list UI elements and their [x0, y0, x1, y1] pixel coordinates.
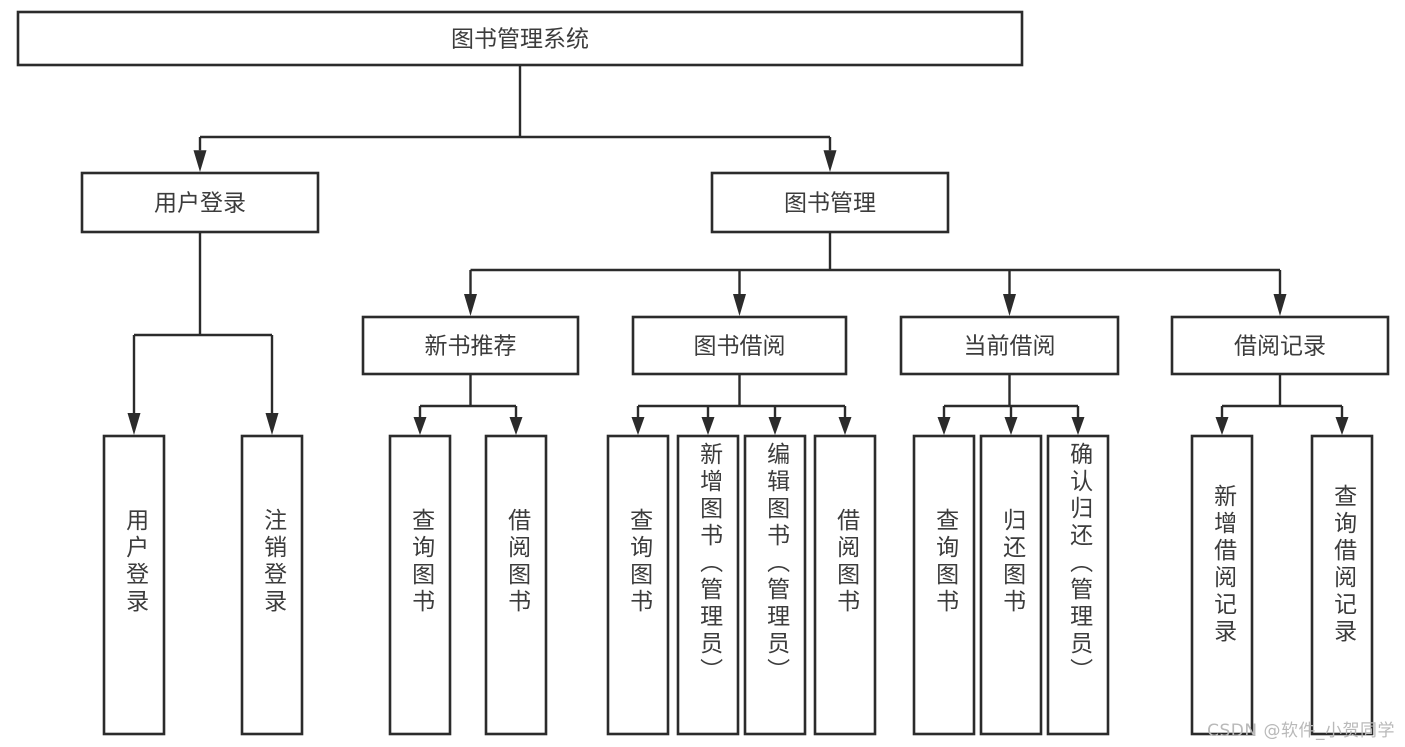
arrow-head-icon: [1215, 417, 1229, 435]
node-box-leaf-return-book[interactable]: [979, 434, 1043, 736]
arrow-head-icon: [127, 413, 141, 435]
connector-layer: [127, 65, 1349, 435]
node-box-leaf-confirm-return[interactable]: [1046, 434, 1110, 736]
node-label-user-login: 用户登录: [154, 191, 246, 217]
node-label-borrow-record: 借阅记录: [1234, 334, 1326, 360]
connector-group-new-book-recommend: [413, 374, 523, 435]
arrow-head-icon: [1335, 417, 1349, 435]
node-box-user-login[interactable]: [80, 171, 320, 234]
arrow-head-icon: [823, 150, 837, 172]
node-box-leaf-edit-book[interactable]: [743, 434, 807, 736]
arrow-head-icon: [265, 413, 279, 435]
node-box-leaf-borrow-book-2[interactable]: [813, 434, 877, 736]
node-label-book-borrow: 图书借阅: [694, 334, 786, 360]
node-box-leaf-borrow-book-1[interactable]: [484, 434, 548, 736]
node-label-root: 图书管理系统: [451, 27, 589, 53]
arrow-head-icon: [193, 150, 207, 172]
arrow-head-icon: [701, 417, 715, 435]
arrow-head-icon: [733, 294, 746, 316]
connector-group-user-login: [127, 232, 279, 435]
arrow-head-icon: [838, 417, 852, 435]
node-box-leaf-query-book-1[interactable]: [388, 434, 452, 736]
arrow-head-icon: [631, 417, 645, 435]
connector-group-current-borrow: [937, 374, 1085, 435]
node-box-leaf-query-book-2[interactable]: [606, 434, 670, 736]
arrow-head-icon: [1273, 294, 1287, 316]
node-box-leaf-add-record[interactable]: [1190, 434, 1254, 736]
watermark-text: CSDN @软件_小贺同学: [1207, 721, 1395, 741]
node-box-leaf-query-record[interactable]: [1310, 434, 1374, 736]
node-box-leaf-query-book-3[interactable]: [912, 434, 976, 736]
node-box-new-book-recommend[interactable]: [361, 315, 580, 376]
connector-group-root: [193, 65, 837, 172]
arrow-head-icon: [1004, 417, 1018, 435]
arrow-head-icon: [1071, 417, 1085, 435]
node-box-book-manage[interactable]: [710, 171, 950, 234]
connector-group-borrow-record: [1215, 374, 1349, 435]
arrow-head-icon: [937, 417, 951, 435]
node-label-book-manage: 图书管理: [784, 191, 876, 217]
node-label-current-borrow: 当前借阅: [964, 334, 1056, 360]
node-box-book-borrow[interactable]: [631, 315, 848, 376]
connector-group-book-manage: [464, 232, 1287, 316]
node-box-leaf-add-book[interactable]: [676, 434, 740, 736]
node-box-borrow-record[interactable]: [1170, 315, 1390, 376]
node-box-root[interactable]: [16, 10, 1024, 67]
arrow-head-icon: [464, 294, 477, 316]
node-box-leaf-user-login[interactable]: [102, 434, 166, 736]
connector-group-book-borrow: [631, 374, 852, 435]
node-box-current-borrow[interactable]: [899, 315, 1120, 376]
arrow-head-icon: [1003, 294, 1016, 316]
arrow-head-icon: [509, 417, 523, 435]
arrow-head-icon: [768, 417, 782, 435]
node-box-leaf-logout[interactable]: [240, 434, 304, 736]
arrow-head-icon: [413, 417, 427, 435]
node-box-layer: [16, 10, 1390, 736]
node-label-new-book-recommend: 新书推荐: [425, 334, 517, 360]
